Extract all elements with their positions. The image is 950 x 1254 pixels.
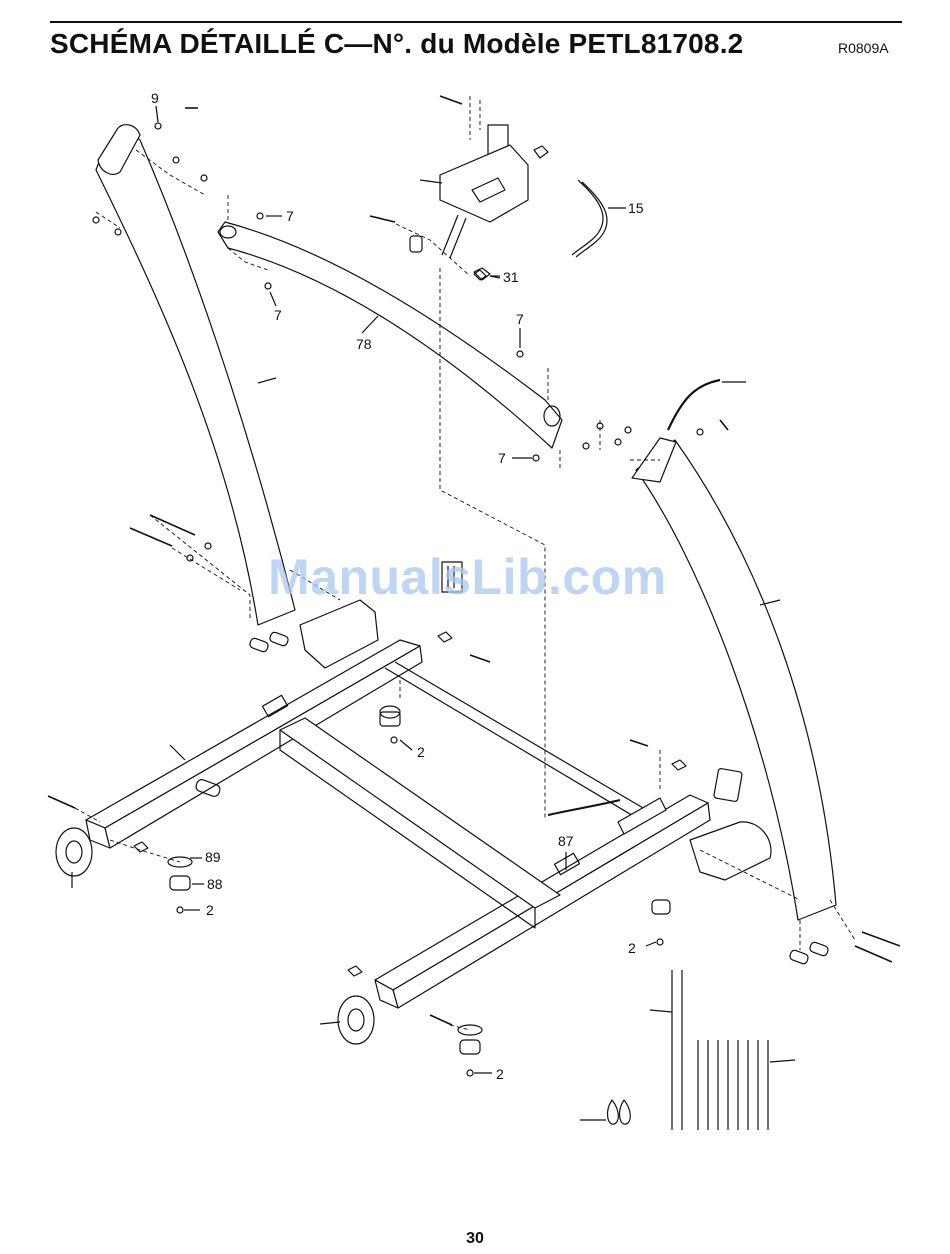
wire-harness	[572, 180, 746, 430]
page-number: 30	[0, 1230, 950, 1248]
cable-ties	[650, 970, 795, 1130]
callout-7-right: 7	[516, 311, 524, 327]
callout-2-center: 2	[417, 744, 425, 760]
console-assembly	[410, 125, 528, 280]
callout-7-left: 7	[274, 307, 282, 323]
callout-15: 15	[628, 200, 644, 216]
callout-88: 88	[207, 876, 223, 892]
callout-89: 89	[205, 849, 221, 865]
callout-2-right: 2	[628, 940, 636, 956]
left-upright	[96, 125, 295, 625]
wire-clip	[580, 1100, 630, 1124]
callout-31: 31	[503, 269, 519, 285]
front-wheel-right	[320, 996, 374, 1044]
callout-87: 87	[558, 833, 574, 849]
left-base-cover	[300, 600, 378, 668]
callout-2-bottom: 2	[496, 1066, 504, 1082]
front-wheel-left	[56, 828, 92, 888]
callout-9: 9	[151, 90, 159, 106]
callout-7-bottom: 7	[498, 450, 506, 466]
left-base-rail	[86, 640, 422, 848]
callout-78: 78	[356, 336, 372, 352]
crossbar	[218, 222, 562, 448]
watermark: ManualsLib.com	[268, 548, 667, 606]
callout-7-top: 7	[286, 208, 294, 224]
callout-2-left: 2	[206, 902, 214, 918]
